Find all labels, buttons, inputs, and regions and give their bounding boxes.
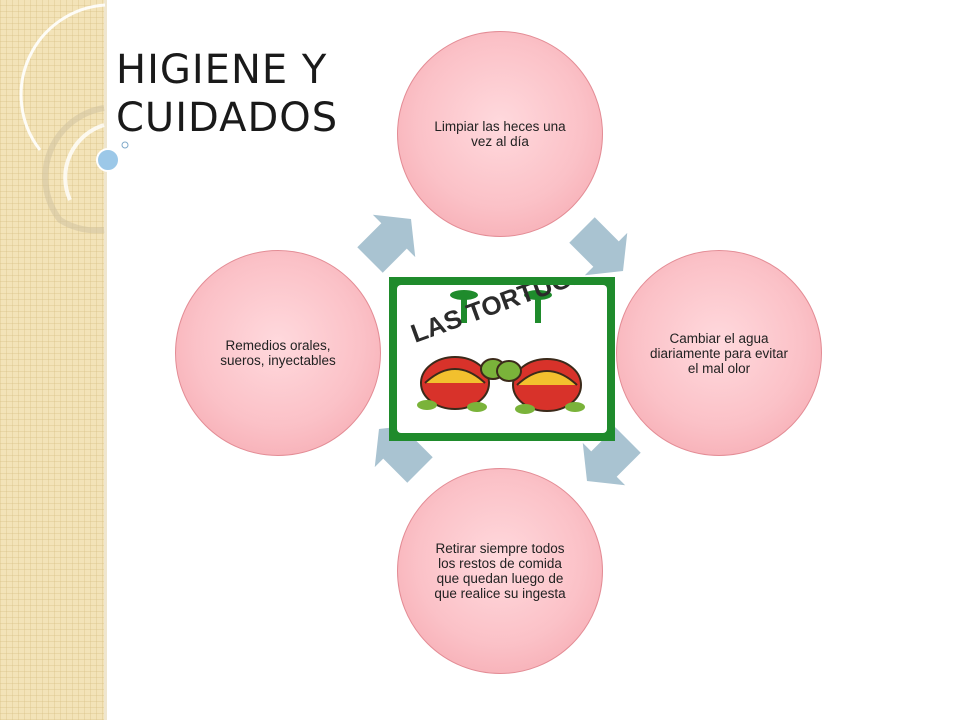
node-label: Remedios orales, sueros, inyectables	[220, 338, 336, 368]
node-label: Retirar siempre todos los restos de comi…	[434, 541, 566, 601]
las-tortugas-logo: LAS TORTUGAS	[389, 277, 615, 441]
node-label: Cambiar el agua diariamente para evitar …	[649, 330, 789, 376]
decorative-sidebar	[0, 0, 105, 720]
turtle-right-icon	[496, 358, 585, 414]
node-label: Limpiar las heces una vez al día	[434, 119, 566, 149]
arrow-top-right	[569, 217, 628, 276]
node-remove-food: Retirar siempre todos los restos de comi…	[397, 468, 603, 674]
arrow-left-top	[357, 214, 416, 273]
turtles-logo-image: LAS TORTUGAS	[407, 285, 607, 414]
decorative-bubble-large	[96, 148, 120, 172]
arrow-right-bottom	[582, 427, 641, 486]
decorative-bubble-small	[121, 141, 129, 149]
decorative-rings	[19, 3, 129, 234]
slide-title: HIGIENE Y CUIDADOS	[116, 47, 339, 141]
node-change-water: Cambiar el agua diariamente para evitar …	[616, 250, 822, 456]
node-clean-feces: Limpiar las heces una vez al día	[397, 31, 603, 237]
logo-text: LAS TORTUGAS	[407, 285, 607, 349]
turtle-left-icon	[417, 356, 506, 412]
sidebar-edge	[104, 0, 107, 720]
node-remedies: Remedios orales, sueros, inyectables	[175, 250, 381, 456]
